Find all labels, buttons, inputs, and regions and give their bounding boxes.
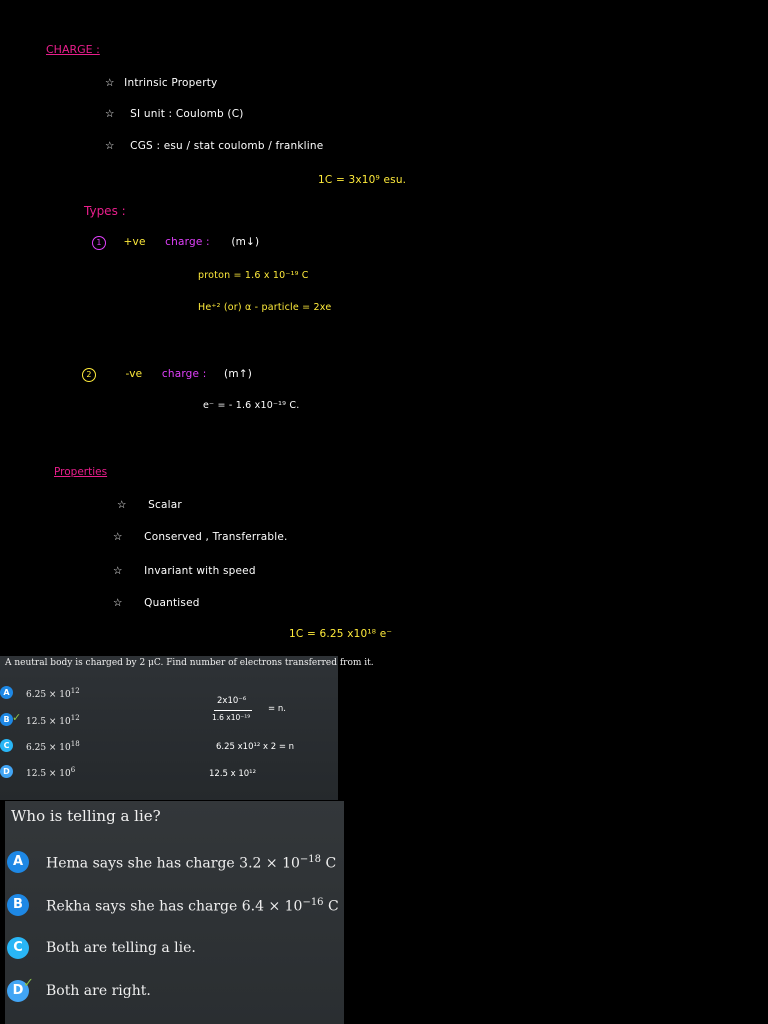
quantisation-formula: 1C = 6.25 x10¹⁸ e⁻ xyxy=(289,628,393,640)
option-d[interactable]: D ✓ Both are right. xyxy=(5,976,344,1006)
option-b[interactable]: B ✓ 12.5 × 1012 xyxy=(0,711,330,727)
work-line-3: 12.5 x 10¹² xyxy=(209,769,256,779)
option-text: Both are right. xyxy=(46,983,151,999)
option-c[interactable]: C 6.25 × 1018 xyxy=(0,739,330,753)
star-icon: ☆ xyxy=(117,499,127,511)
property-text: Quantised xyxy=(144,597,200,609)
work-denominator: 1.6 x10⁻¹⁹ xyxy=(212,713,251,722)
type-negative: 2 -ve charge : (m↑) xyxy=(82,368,252,382)
work-line-2: 6.25 x10¹² x 2 = n xyxy=(216,742,295,752)
number-circle-icon: 2 xyxy=(82,368,96,382)
option-text: 12.5 × 1012 xyxy=(26,714,80,727)
option-badge: B xyxy=(7,894,29,916)
work-equals-n: = n. xyxy=(268,704,286,714)
option-badge: C xyxy=(0,739,13,752)
type-charge-label: charge : xyxy=(165,236,210,248)
type-mass-note: (m↑) xyxy=(224,368,253,380)
types-heading: Types : xyxy=(84,204,126,218)
alpha-charge: He⁺² (or) α - particle = 2xe xyxy=(198,302,332,313)
electron-charge: e⁻ = - 1.6 x10⁻¹⁹ C. xyxy=(203,400,300,411)
option-text: 6.25 × 1012 xyxy=(26,687,80,700)
star-icon: ☆ xyxy=(113,597,123,609)
property-text: Invariant with speed xyxy=(144,565,256,577)
charge-point-text: SI unit : Coulomb (C) xyxy=(130,108,244,120)
property-point-3: ☆ Invariant with speed xyxy=(113,565,256,577)
option-badge: A xyxy=(0,686,13,699)
question-card-lie: Who is telling a lie? A Hema says she ha… xyxy=(5,801,344,1024)
type-positive: 1 +ve charge : (m↓) xyxy=(92,236,259,250)
charge-heading: CHARGE : xyxy=(46,43,100,56)
property-point-2: ☆ Conserved , Transferrable. xyxy=(113,531,288,543)
question-card-electrons: A neutral body is charged by 2 μC. Find … xyxy=(0,656,374,800)
check-mark-icon: ✓ xyxy=(12,711,22,724)
charge-point-2: ☆ SI unit : Coulomb (C) xyxy=(105,108,244,120)
type-charge-label: charge : xyxy=(161,368,207,380)
property-text: Conserved , Transferrable. xyxy=(144,531,288,543)
charge-point-text: Intrinsic Property xyxy=(124,77,218,89)
option-c[interactable]: C Both are telling a lie. xyxy=(5,937,344,963)
question-text: A neutral body is charged by 2 μC. Find … xyxy=(5,658,374,668)
star-icon: ☆ xyxy=(113,565,123,577)
option-text: Both are telling a lie. xyxy=(46,940,196,956)
type-sign: +ve xyxy=(123,236,146,248)
type-sign: -ve xyxy=(125,368,143,380)
option-text: 6.25 × 1018 xyxy=(26,740,80,753)
properties-heading: Properties xyxy=(54,466,108,478)
option-text: 12.5 × 106 xyxy=(26,766,76,779)
star-icon: ☆ xyxy=(105,77,115,89)
charge-point-1: ☆ Intrinsic Property xyxy=(105,77,217,89)
option-b[interactable]: B Rekha says she has charge 6.4 × 10−16 … xyxy=(5,894,344,920)
option-text: Rekha says she has charge 6.4 × 10−16 C xyxy=(46,897,339,915)
option-badge: D xyxy=(0,765,13,778)
option-a[interactable]: A 6.25 × 1012 xyxy=(0,686,330,700)
question-text: Who is telling a lie? xyxy=(11,807,161,825)
option-badge: D xyxy=(7,980,29,1002)
property-point-1: ☆ Scalar xyxy=(117,499,182,511)
star-icon: ☆ xyxy=(113,531,123,543)
charge-point-text: CGS : esu / stat coulomb / frankline xyxy=(130,140,324,152)
esu-conversion: 1C = 3x10⁹ esu. xyxy=(318,174,407,186)
property-point-4: ☆ Quantised xyxy=(113,597,200,609)
star-icon: ☆ xyxy=(105,108,115,120)
fraction-bar xyxy=(214,710,252,711)
number-circle-icon: 1 xyxy=(92,236,106,250)
option-text: Hema says she has charge 3.2 × 10−18 C xyxy=(46,854,337,872)
option-badge: C xyxy=(7,937,29,959)
check-mark-icon: ✓ xyxy=(23,976,34,991)
option-badge: A xyxy=(7,851,29,873)
property-text: Scalar xyxy=(148,499,182,511)
work-numerator: 2x10⁻⁶ xyxy=(217,696,247,706)
star-icon: ☆ xyxy=(105,140,115,152)
option-badge: B xyxy=(0,713,13,726)
charge-point-3: ☆ CGS : esu / stat coulomb / frankline xyxy=(105,140,323,152)
proton-charge: proton = 1.6 x 10⁻¹⁹ C xyxy=(198,270,309,281)
option-d[interactable]: D 12.5 × 106 xyxy=(0,765,330,779)
option-a[interactable]: A Hema says she has charge 3.2 × 10−18 C xyxy=(5,851,344,877)
type-mass-note: (m↓) xyxy=(231,236,260,248)
